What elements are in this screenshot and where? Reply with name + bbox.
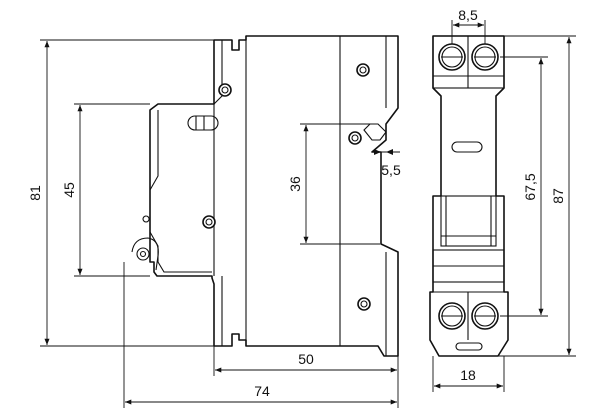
status-indicator-window (451, 141, 483, 153)
rivet-icon (348, 131, 362, 145)
dim-81-label: 81 (27, 185, 43, 201)
bottom-release-tab (455, 342, 483, 351)
dim-5-5-arrow-left (374, 149, 381, 155)
mechanism-pin-icon (136, 247, 150, 261)
rivet-icon (218, 83, 232, 97)
screw-terminal-icon (471, 302, 499, 330)
dim-67-5-label: 67,5 (522, 173, 538, 200)
dim-18-label: 18 (460, 367, 476, 383)
screw-terminal-icon (471, 43, 499, 71)
screw-terminal-icon (438, 43, 466, 71)
dim-5-5-arrow-right (386, 149, 393, 155)
toggle-lever (187, 115, 219, 131)
side-view: 81 45 36 5,5 50 74 (27, 35, 401, 408)
dim-74-label: 74 (254, 383, 270, 399)
din-rail-clip (363, 123, 387, 141)
mechanism-pin-center (139, 250, 147, 258)
dim-8-5-label: 8,5 (458, 7, 478, 23)
dim-5-5-label: 5,5 (381, 162, 401, 178)
rivet-icon (356, 63, 370, 77)
toggle-lever-stripes (195, 116, 205, 130)
rivet-icon (202, 215, 216, 229)
front-view: 8,5 67,5 87 18 (429, 7, 576, 392)
dim-87-label: 87 (550, 188, 566, 204)
rivet-icon (357, 297, 371, 311)
dim-36-label: 36 (287, 176, 303, 192)
screw-terminal-icon (438, 302, 466, 330)
din-rail-slot (440, 195, 497, 247)
dim-45-label: 45 (61, 182, 77, 198)
release-mechanism (131, 215, 159, 271)
side-view-inner-profile (149, 40, 223, 346)
dim-50-label: 50 (298, 351, 314, 367)
